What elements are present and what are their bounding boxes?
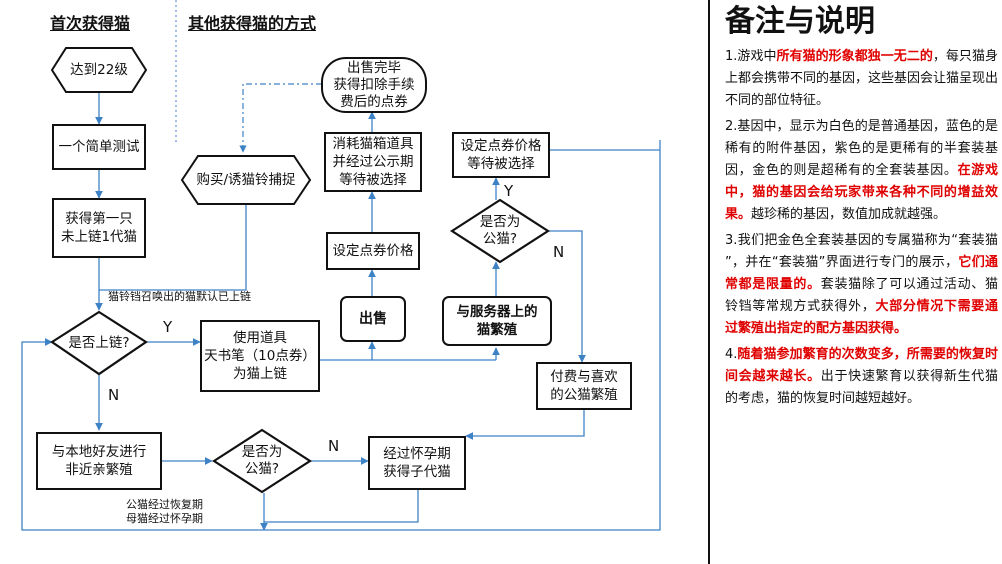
arrow-preg-to-loop [264, 489, 419, 523]
note-text: 4. [725, 347, 738, 362]
note-highlight: 在游戏中，猫的基因会给玩家带来各种不同的增益效果。 [725, 163, 998, 222]
node-use-item: 使用道具 天书笔（10点券） 为猫上链 [200, 320, 320, 392]
node-first-cat: 获得第一只 未上链1代猫 [52, 198, 146, 258]
sold-out-shape [321, 57, 427, 113]
buy-hexagon [180, 155, 312, 205]
panel-divider [708, 0, 710, 564]
arrow-sold-to-buy [239, 83, 322, 153]
male-diamond-right [449, 198, 551, 264]
note-text: 出于快速繁育以获得新生代猫的考虑，猫的恢复时间越短越好。 [725, 369, 998, 406]
note-2: 2.基因中，显示为白色的是普通基因，蓝色的是稀有的附件基因，紫色的是更稀有的半套… [725, 116, 998, 226]
node-consume-box: 消耗猫箱道具 并经过公示期 等待被选择 [324, 132, 422, 192]
note-text: ，每只猫身上都会携带不同的基因，这些基因会让猫呈现出不同的部位特征。 [725, 49, 999, 108]
node-set-price: 设定点券价格 [326, 232, 420, 270]
header-other-ways: 其他获得猫的方式 [188, 14, 317, 33]
bell-chain-note: 猫铃铛召唤出的猫默认已上链 [108, 290, 251, 303]
arrow-payb-to-preg [465, 410, 585, 440]
node-set-price-wait: 设定点券价格 等待被选择 [452, 132, 550, 178]
notes-panel: 备注与说明 1.游戏中所有猫的形象都独一无二的，每只猫身上都会携带不同的基因，这… [722, 0, 998, 414]
note-text: 1.游戏中 [725, 49, 777, 64]
recovery-note: 公猫经过恢复期 母猫经过怀孕期 [126, 498, 203, 525]
label-no-male-right: N [553, 243, 565, 261]
note-4: 4.随着猫参加繁育的次数变多，所需要的恢复时间会越来越长。出于快速繁育以获得新生… [725, 344, 998, 410]
arrow-loop-left [21, 338, 264, 531]
note-highlight: 大部分情况下需要通过繁殖出指定的配方基因获得。 [725, 299, 998, 336]
label-no-male-bottom: N [328, 437, 340, 455]
label-yes-chain: Y [163, 318, 173, 336]
male-diamond-bottom [211, 428, 313, 494]
arrow-male-no-right [548, 230, 586, 363]
node-pay-breed: 付费与喜欢 的公猫繁殖 [536, 362, 632, 410]
node-sell: 出售 [340, 296, 406, 342]
note-text: 3.我们把金色全套装基因的专属猫称为“套装猫 ”，并在“套装猫”界面进行专门的展… [725, 233, 998, 270]
note-highlight: 随着猫参加繁育的次数变多，所需要的恢复时间会越来越长。 [725, 347, 998, 384]
start-hexagon [50, 47, 148, 93]
node-male-decision-right: 是否为 公猫? [479, 214, 521, 247]
note-3: 3.我们把金色全套装基因的专属猫称为“套装猫 ”，并在“套装猫”界面进行专门的展… [725, 230, 998, 340]
arrow-buy-to-decision [99, 205, 247, 291]
note-text: 2.基因中，显示为白色的是普通基因，蓝色的是稀有的附件基因，紫色的是更稀有的半套… [725, 119, 998, 178]
header-first-cat: 首次获得猫 [50, 14, 131, 33]
node-local-breed: 与本地好友进行 非近亲繁殖 [36, 432, 162, 490]
node-pregnancy: 经过怀孕期 获得子代猫 [368, 436, 466, 490]
node-sold-out: 出售完毕 获得扣除手续 费后的点券 [333, 59, 415, 110]
node-reach22: 达到22级 [70, 61, 128, 78]
node-chain-decision: 是否上链? [68, 334, 130, 351]
label-yes-male-right: Y [504, 182, 514, 200]
arrow-right-outer-loop [264, 140, 661, 531]
note-highlight: 它们通常都是限量的。 [725, 255, 998, 292]
note-1: 1.游戏中所有猫的形象都独一无二的，每只猫身上都会携带不同的基因，这些基因会让猫… [725, 46, 998, 112]
node-male-decision-bottom: 是否为 公猫? [241, 444, 283, 477]
node-server-breed: 与服务器上的 猫繁殖 [442, 296, 552, 346]
note-highlight: 所有猫的形象都独一无二的 [776, 49, 933, 64]
chain-diamond [50, 310, 148, 376]
note-text: 越珍稀的基因，数值加成就越强。 [751, 207, 947, 222]
notes-title: 备注与说明 [725, 4, 875, 39]
label-no-chain: N [108, 386, 120, 404]
node-buy-catch: 购买/诱猫铃捕捉 [196, 171, 296, 188]
node-simple-test: 一个简单测试 [52, 124, 146, 170]
note-text: 套装猫除了可以通过活动、猫铃铛等常规方式获得外， [725, 277, 998, 314]
